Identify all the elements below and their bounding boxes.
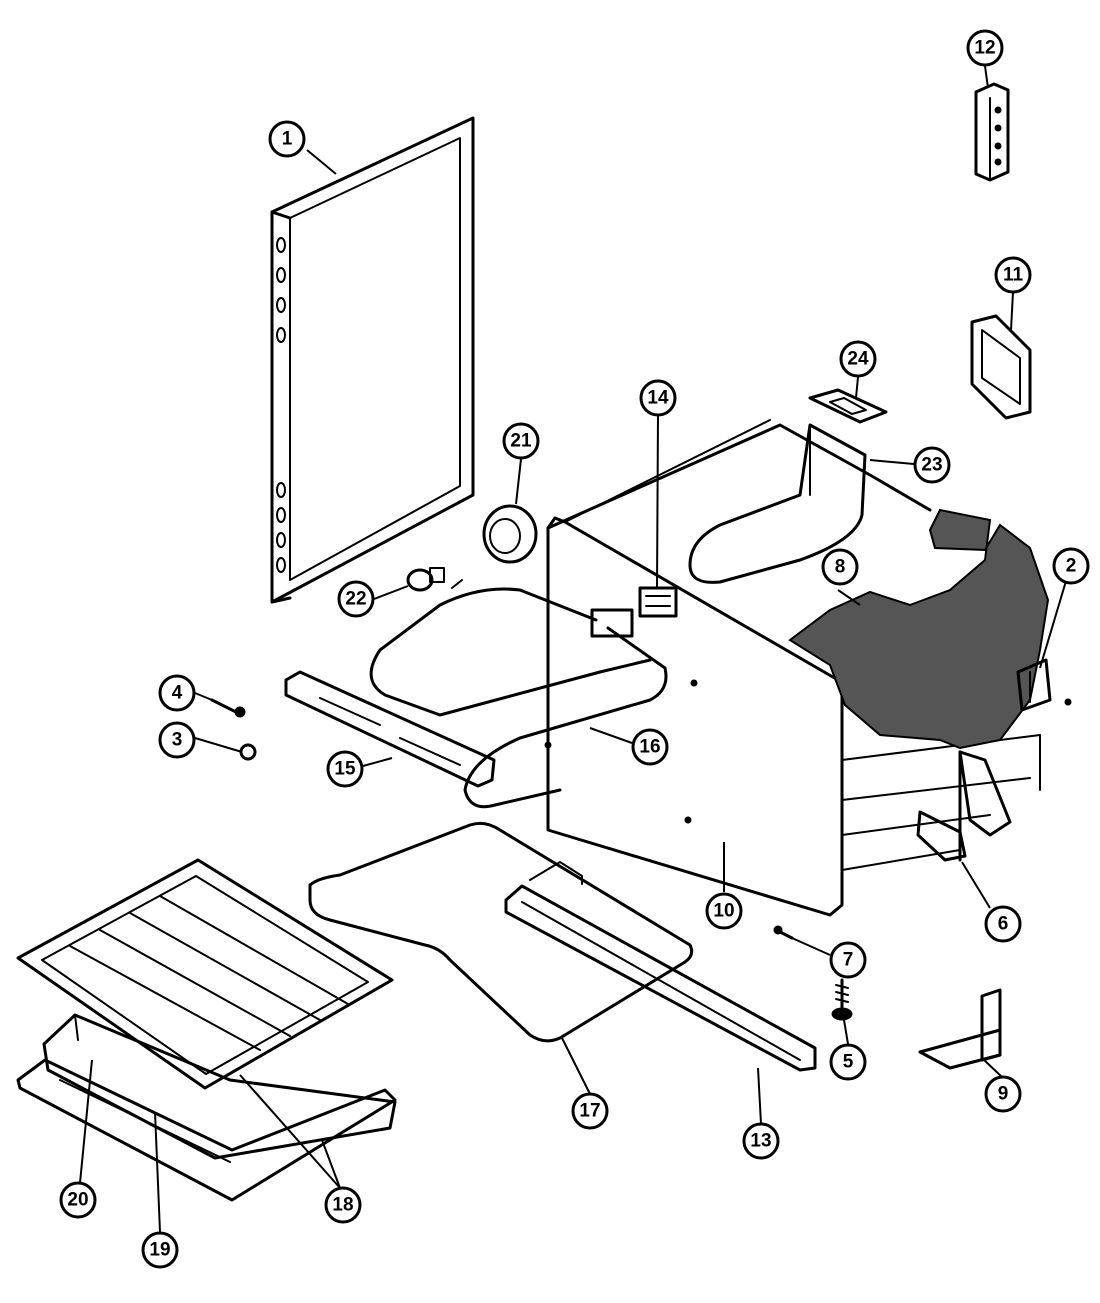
broil-pan-part <box>42 1013 397 1160</box>
callout-18: 18 <box>324 1186 362 1224</box>
callout-9-label: 9 <box>998 1084 1009 1105</box>
callout-8-label: 8 <box>835 557 846 578</box>
callout-8: 8 <box>821 548 859 586</box>
broil-rail-part <box>504 884 817 1072</box>
gasket-plate-part <box>808 388 888 424</box>
insulation-blanket-part <box>788 508 1050 750</box>
broil-element-part <box>308 821 694 1043</box>
element-bracket-part <box>638 586 678 618</box>
callout-11-label: 11 <box>1003 265 1024 286</box>
callout-22: 22 <box>337 580 375 618</box>
broil-pan-insert-part <box>16 1058 397 1202</box>
callout-1: 1 <box>268 120 306 158</box>
callout-20-label: 20 <box>67 1190 88 1211</box>
callout-15: 15 <box>326 750 364 788</box>
callout-24-label: 24 <box>847 349 869 370</box>
callout-17-label: 17 <box>579 1101 600 1122</box>
callout-13: 13 <box>742 1122 780 1160</box>
light-bulb-part <box>406 567 463 592</box>
oven-rack-part <box>16 858 394 1090</box>
callout-13-label: 13 <box>750 1131 771 1152</box>
callout-21-label: 21 <box>510 431 532 452</box>
bake-element-part <box>369 587 668 809</box>
oven-door-frame-part <box>270 116 475 604</box>
leveling-leg-part <box>831 978 853 1021</box>
callout-5-label: 5 <box>843 1052 854 1073</box>
terminal-block-part <box>974 82 1010 182</box>
anti-tip-bracket-part <box>918 988 1002 1070</box>
callout-17: 17 <box>571 1092 609 1130</box>
callout-18-label: 18 <box>332 1195 353 1216</box>
callout-9: 9 <box>984 1075 1022 1113</box>
callout-2-label: 2 <box>1066 556 1077 577</box>
callout-6-label: 6 <box>998 914 1009 935</box>
side-trim-strip-part <box>284 670 496 788</box>
callout-16-label: 16 <box>639 737 660 758</box>
callout-7: 7 <box>829 941 867 979</box>
callout-24: 24 <box>839 340 877 378</box>
hinge-receptacle-part <box>1016 658 1072 712</box>
callout-19: 19 <box>141 1231 179 1269</box>
leader-lines <box>79 65 1067 1233</box>
callout-12: 12 <box>966 29 1004 67</box>
callout-4-label: 4 <box>172 683 183 704</box>
callout-20: 20 <box>59 1181 97 1219</box>
callout-2: 2 <box>1052 547 1090 585</box>
callout-14-label: 14 <box>647 388 669 409</box>
door-hinge-part <box>916 750 1012 862</box>
callout-10-label: 10 <box>713 901 734 922</box>
vent-baffle-part <box>688 423 867 584</box>
nut-part <box>239 743 257 761</box>
callout-14: 14 <box>639 379 677 417</box>
callout-6: 6 <box>984 905 1022 943</box>
callout-11: 11 <box>994 256 1032 294</box>
callout-3: 3 <box>158 721 196 759</box>
callout-10: 10 <box>705 892 743 930</box>
callout-23-label: 23 <box>921 455 942 476</box>
callout-3-label: 3 <box>172 730 183 751</box>
callout-16: 16 <box>631 728 669 766</box>
callout-21: 21 <box>502 422 540 460</box>
callout-22-label: 22 <box>345 589 366 610</box>
light-socket-housing-part <box>482 504 538 564</box>
callout-23: 23 <box>913 446 951 484</box>
callout-1-label: 1 <box>282 129 293 150</box>
callout-4: 4 <box>158 674 196 712</box>
callout-15-label: 15 <box>334 759 356 780</box>
callout-19-label: 19 <box>149 1240 170 1261</box>
callout-12-label: 12 <box>974 38 995 59</box>
callout-7-label: 7 <box>843 950 854 971</box>
small-screw-part <box>773 925 794 940</box>
callout-5: 5 <box>829 1043 867 1081</box>
mounting-bracket-part <box>970 314 1032 420</box>
screw-part <box>210 698 246 718</box>
